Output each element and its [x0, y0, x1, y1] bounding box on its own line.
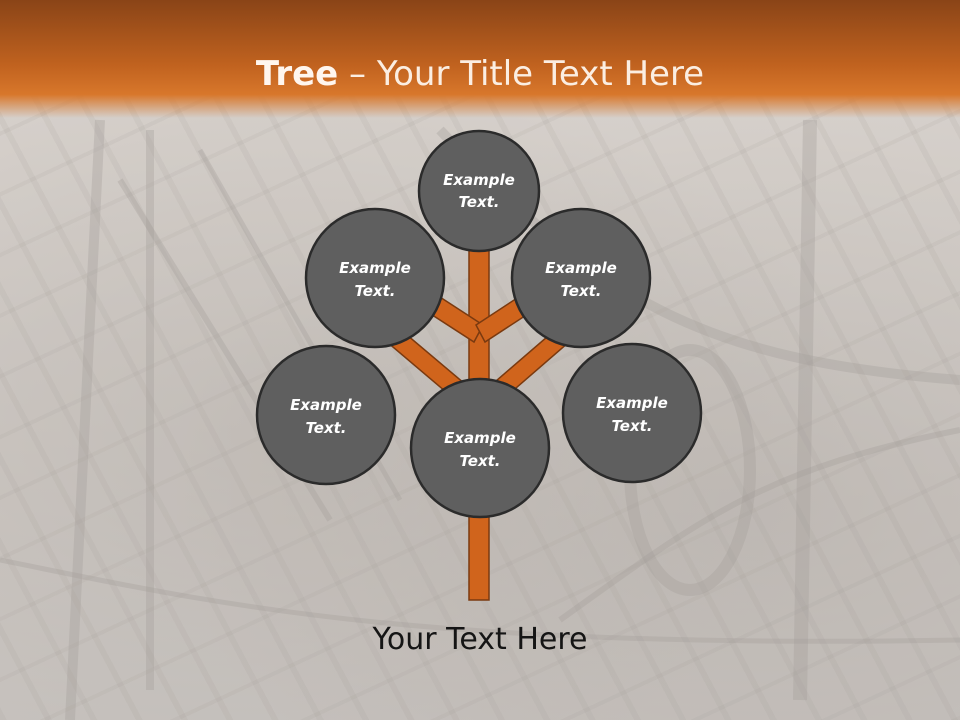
tree-node: Example Text. [409, 377, 551, 519]
title-banner [0, 0, 960, 118]
tree-node: Example Text. [561, 342, 703, 484]
tree-node: Example Text. [304, 207, 446, 349]
tree-node: Example Text. [510, 207, 652, 349]
node-label-line1: Example [545, 259, 617, 277]
title-rest: – Your Title Text Here [338, 54, 705, 94]
node-label-line2: Text. [459, 452, 500, 470]
tree-node: Example Text. [417, 129, 541, 253]
slide-caption: Your Text Here [372, 622, 588, 657]
node-label-line2: Text. [354, 282, 395, 300]
title-bold: Tree [255, 54, 339, 94]
node-label-line1: Example [596, 394, 668, 412]
slide-title: Tree – Your Title Text Here [0, 52, 960, 96]
node-label-line2: Text. [305, 419, 346, 437]
tree-node: Example Text. [255, 344, 397, 486]
node-label-line1: Example [444, 429, 516, 447]
node-label-line2: Text. [560, 282, 601, 300]
node-label-line1: Example [443, 171, 515, 189]
node-label-line1: Example [339, 259, 411, 277]
node-label-line2: Text. [611, 417, 652, 435]
node-label-line1: Example [290, 396, 362, 414]
node-label-line2: Text. [458, 193, 499, 211]
